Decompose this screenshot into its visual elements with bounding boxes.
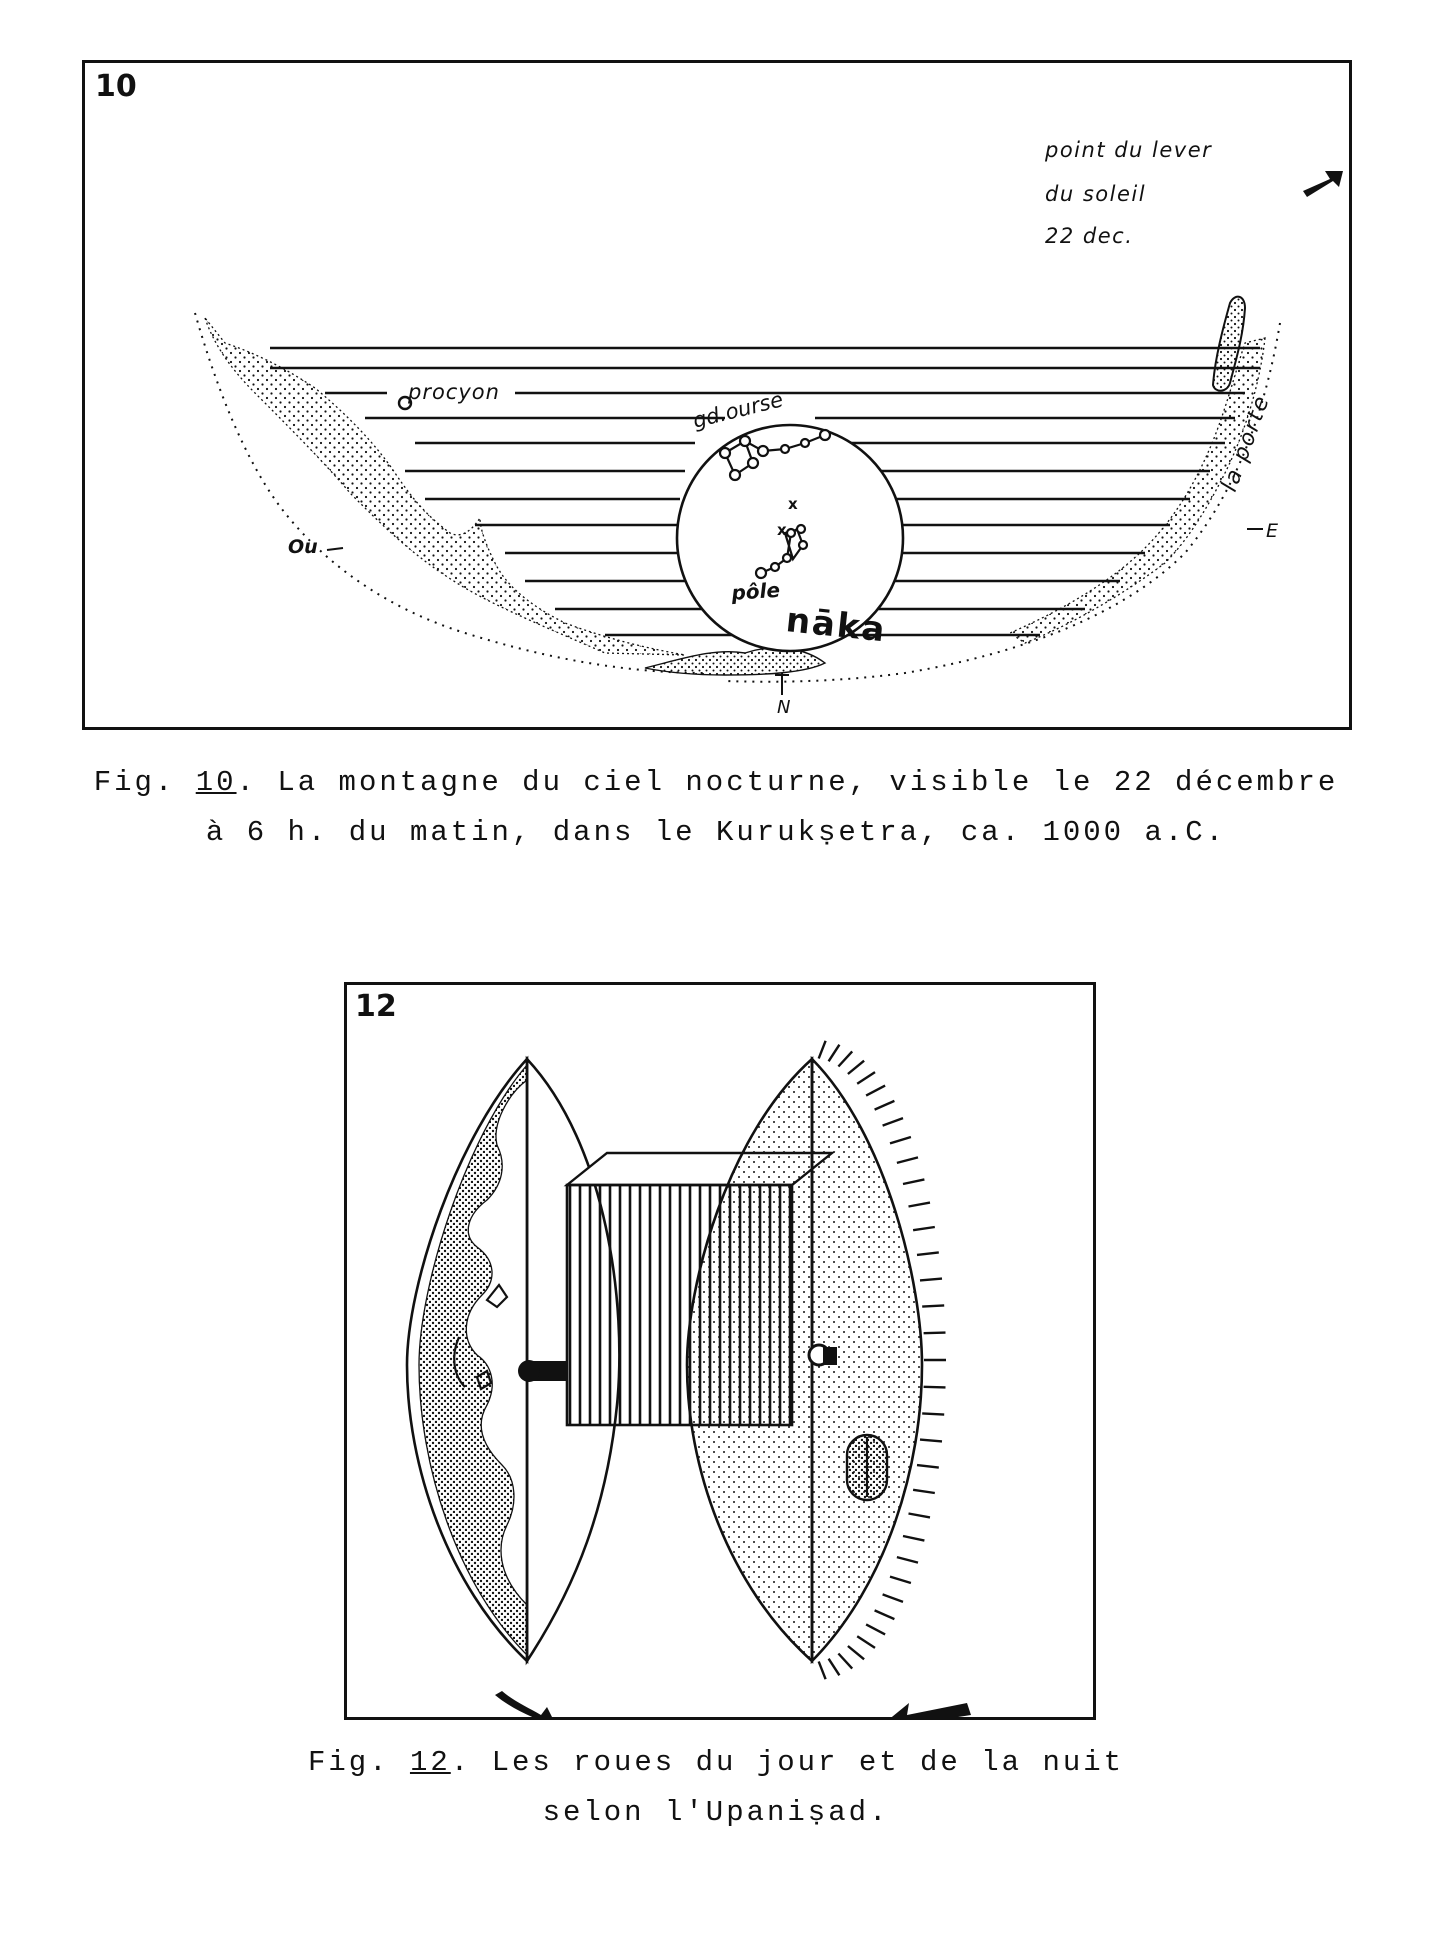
- sun-ray: [856, 1635, 876, 1649]
- sun-ray: [874, 1099, 895, 1111]
- figure-10-number: 10: [95, 69, 137, 104]
- sun-ray: [889, 1135, 912, 1145]
- left-wheel-stars: [453, 1283, 509, 1391]
- sun-ray: [923, 1331, 946, 1335]
- figure-12-caption-line1: Fig. 12. Les roues du jour et de la nuit: [307, 1746, 1125, 1779]
- sun-ray: [912, 1488, 935, 1495]
- sky-hatching: [270, 346, 1260, 637]
- label-sunrise-2: du soleil: [1045, 182, 1146, 206]
- sun-ray: [837, 1652, 854, 1670]
- sun-ray: [916, 1463, 939, 1469]
- sun-ray: [908, 1201, 931, 1208]
- sun-ray: [817, 1661, 827, 1680]
- left-mountain-outline: [194, 312, 706, 674]
- procyon-star: [397, 395, 413, 411]
- left-mountain-slope: [204, 317, 686, 656]
- ou-tick: [326, 547, 344, 551]
- sun-ray: [856, 1071, 876, 1085]
- star-marker-x1: x: [788, 495, 798, 513]
- label-sunrise-3: 22 dec.: [1045, 224, 1133, 248]
- sun-ray: [865, 1084, 886, 1097]
- figure-10-caption: Fig. 10. La montagne du ciel nocturne, v…: [0, 758, 1432, 858]
- sun-ray: [827, 1658, 841, 1676]
- figure-10-caption-line2: à 6 h. du matin, dans le Kurukṣetra, ca.…: [205, 816, 1227, 849]
- sun-ray: [882, 1593, 904, 1604]
- sun-ray: [847, 1059, 865, 1075]
- figure-10-caption-line1: Fig. 10. La montagne du ciel nocturne, v…: [93, 766, 1339, 799]
- sun-ray: [837, 1050, 854, 1068]
- sun-ray: [889, 1575, 912, 1585]
- figure-12-caption-line2: selon l'Upaniṣad.: [542, 1796, 890, 1829]
- star-marker-x2: x: [777, 521, 787, 539]
- sun-ray: [896, 1555, 919, 1564]
- sunrise-arrow: [1303, 171, 1343, 197]
- right-rotation-arrow: [891, 1703, 971, 1717]
- sun-ray: [847, 1645, 865, 1661]
- right-wheel-back: [810, 1055, 924, 1665]
- sun-ray: [817, 1040, 827, 1059]
- bottom-mound: [644, 647, 827, 676]
- figure-12-frame: 12: [344, 982, 1096, 1720]
- big-dipper-constellation: [718, 428, 832, 482]
- label-e: E: [1266, 520, 1278, 542]
- little-dipper-constellation: [754, 523, 809, 580]
- figure-12-caption: Fig. 12. Les roues du jour et de la nuit…: [0, 1738, 1432, 1838]
- sun-ray: [912, 1225, 935, 1232]
- figure-12-number: 12: [355, 989, 397, 1024]
- sun-ray: [865, 1623, 886, 1636]
- label-procyon: procyon: [407, 380, 500, 404]
- sun-ray: [896, 1156, 919, 1165]
- figure-10-frame: 10: [82, 60, 1352, 730]
- sun-ray: [922, 1412, 945, 1416]
- sun-ray: [874, 1609, 895, 1621]
- left-wheel-night-pattern: [418, 1063, 528, 1657]
- label-sunrise-1: point du lever: [1044, 138, 1212, 162]
- label-pole: pôle: [730, 578, 781, 605]
- sun-ray: [919, 1277, 943, 1282]
- sun-ray: [908, 1512, 931, 1519]
- night-sky-mountain-diagram: x x point du lever du soleil 22 dec. pro…: [194, 138, 1343, 718]
- sun-ray: [916, 1251, 939, 1257]
- left-hub: [518, 1360, 540, 1382]
- right-wheel-front: [685, 1056, 814, 1664]
- sun-ray: [827, 1044, 841, 1062]
- left-rotation-arrow: [495, 1691, 552, 1717]
- sun-ray: [902, 1534, 925, 1542]
- gate-pillar: [1211, 295, 1247, 392]
- sun-ray: [923, 1385, 946, 1389]
- sun-ray: [922, 1304, 945, 1308]
- sun-ray: [919, 1438, 943, 1443]
- label-ou: Ou: [288, 536, 318, 558]
- label-n: N: [777, 697, 790, 718]
- right-mountain-slope: [1008, 337, 1266, 644]
- right-wheel-rays: [817, 1040, 946, 1680]
- sun-ray: [882, 1116, 904, 1127]
- sun-ray: [902, 1178, 925, 1186]
- day-night-wheels-diagram: [405, 1040, 971, 1717]
